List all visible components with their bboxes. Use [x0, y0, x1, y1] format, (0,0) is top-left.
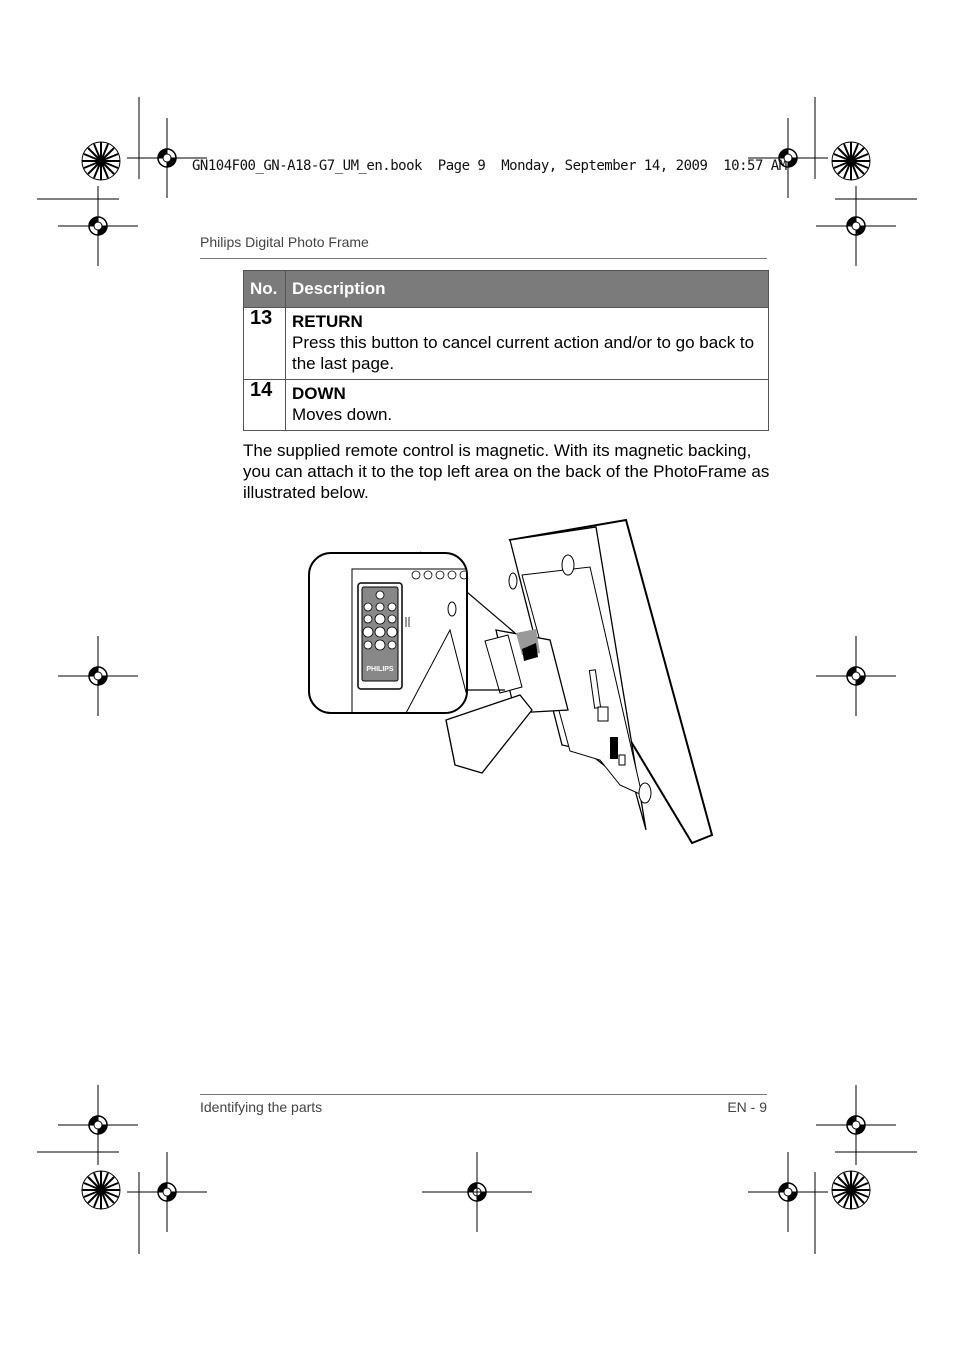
footer-rule [200, 1094, 767, 1095]
col-header-description: Description [285, 270, 769, 308]
table-header-row: No. Description [243, 270, 769, 308]
photoframe-illustration: PHILIPS [308, 518, 714, 845]
table-row: 13 RETURN Press this button to cancel cu… [243, 307, 769, 380]
body-paragraph: The supplied remote control is magnetic.… [243, 441, 770, 502]
parts-table: No. Description 13 RETURN Press this but… [243, 270, 769, 431]
item-title: RETURN [292, 312, 363, 331]
row-description: RETURN Press this button to cancel curre… [285, 307, 769, 380]
item-text: Press this button to cancel current acti… [292, 333, 755, 373]
row-description: DOWN Moves down. [285, 379, 769, 431]
row-number: 14 [243, 379, 286, 431]
item-title: DOWN [292, 384, 346, 403]
item-text: Moves down. [292, 405, 393, 424]
remote-brand: PHILIPS [366, 666, 394, 673]
header-rule [200, 258, 767, 259]
running-header: Philips Digital Photo Frame [200, 234, 369, 250]
row-number: 13 [243, 307, 286, 380]
table-row: 14 DOWN Moves down. [243, 379, 769, 431]
footer-section: Identifying the parts [200, 1099, 323, 1115]
page-number: EN - 9 [727, 1099, 767, 1115]
col-header-no: No. [243, 270, 286, 308]
print-slug: GN104F00_GN-A18-G7_UM_en.book Page 9 Mon… [192, 158, 787, 174]
